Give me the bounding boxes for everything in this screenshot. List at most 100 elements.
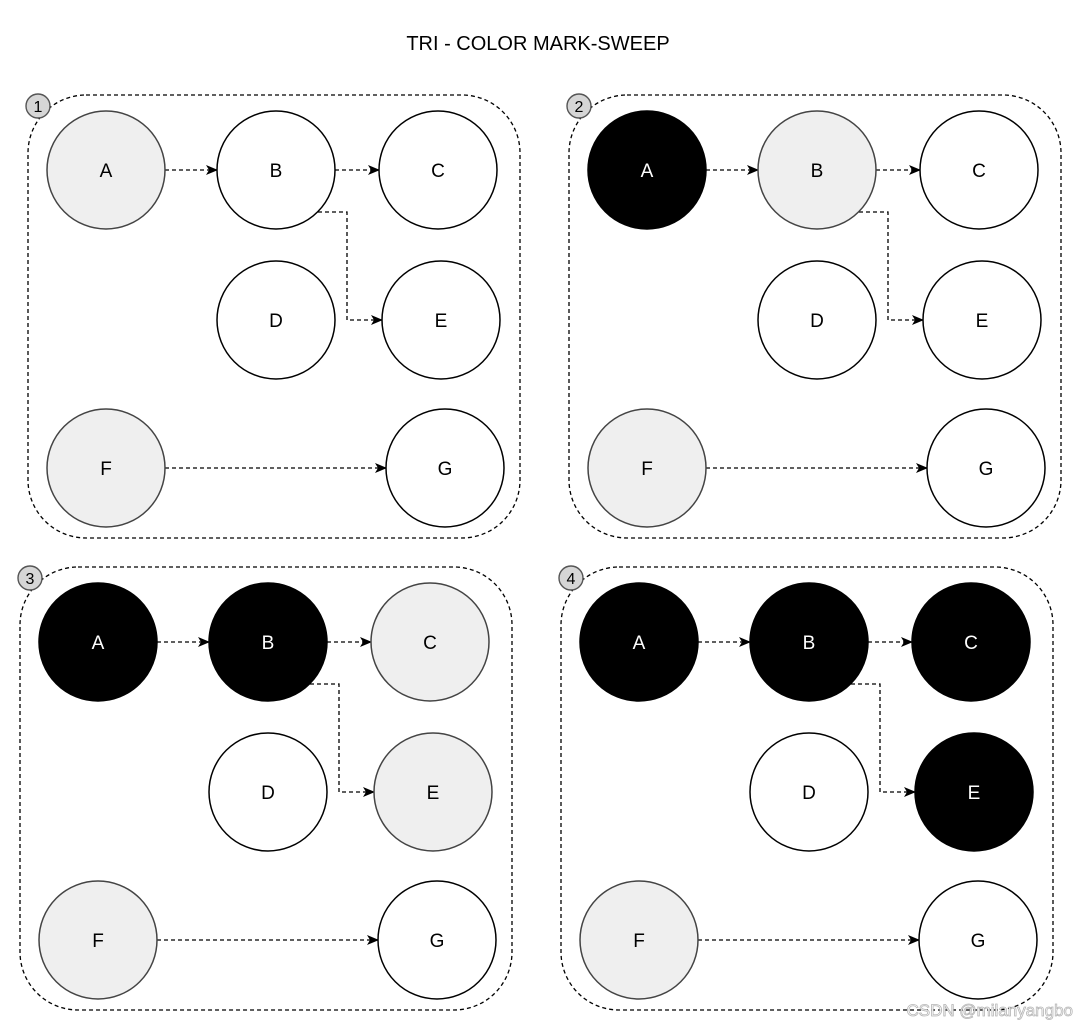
node-e: E (914, 732, 1034, 852)
node-label: C (423, 633, 437, 654)
step-badge: 2 (566, 93, 592, 119)
watermark: CSDN @milanyangbo (906, 1001, 1073, 1020)
node-circle (914, 732, 1034, 852)
node-g: G (918, 880, 1038, 1000)
node-label: F (92, 931, 104, 952)
panel-frame (568, 94, 1062, 539)
node-circle (749, 582, 869, 702)
node-circle (919, 110, 1039, 230)
node-circle (378, 110, 498, 230)
node-f: F (38, 880, 158, 1000)
node-label: G (430, 931, 445, 952)
node-label: A (641, 161, 654, 182)
node-circle (757, 110, 877, 230)
node-a: A (579, 582, 699, 702)
step-badge: 4 (558, 565, 584, 591)
node-label: D (810, 311, 824, 332)
node-c: C (370, 582, 490, 702)
node-label: E (435, 311, 448, 332)
step-badge-circle (17, 565, 43, 591)
node-label: E (427, 783, 440, 804)
node-circle (579, 880, 699, 1000)
step-number: 1 (34, 99, 43, 116)
panel-4: A B C D E F G 4 (558, 565, 1054, 1011)
node-circle (757, 260, 877, 380)
node-g: G (385, 408, 505, 528)
node-label: D (269, 311, 283, 332)
panel-2: A B C D E F G 2 (566, 93, 1062, 539)
node-circle (46, 110, 166, 230)
node-label: C (964, 633, 978, 654)
diagram-title: TRI - COLOR MARK-SWEEP (406, 33, 669, 55)
edge-b-e (318, 211, 383, 325)
node-g: G (377, 880, 497, 1000)
node-label: C (972, 161, 986, 182)
node-a: A (38, 582, 158, 702)
node-f: F (579, 880, 699, 1000)
node-circle (381, 260, 501, 380)
node-d: D (216, 260, 336, 380)
node-label: C (431, 161, 445, 182)
node-label: E (968, 783, 981, 804)
edge-b-e (859, 211, 924, 325)
node-label: G (438, 459, 453, 480)
panel-frame (560, 566, 1054, 1011)
node-label: A (100, 161, 113, 182)
node-b: B (757, 110, 877, 230)
node-d: D (757, 260, 877, 380)
edge-b-e (851, 683, 916, 797)
node-circle (385, 408, 505, 528)
node-circle (216, 260, 336, 380)
node-label: A (92, 633, 105, 654)
node-circle (46, 408, 166, 528)
node-label: F (633, 931, 645, 952)
node-a: A (587, 110, 707, 230)
node-c: C (378, 110, 498, 230)
node-circle (587, 408, 707, 528)
node-circle (579, 582, 699, 702)
node-c: C (919, 110, 1039, 230)
node-d: D (749, 732, 869, 852)
node-label: B (811, 161, 824, 182)
node-circle (918, 880, 1038, 1000)
node-circle (926, 408, 1046, 528)
node-b: B (208, 582, 328, 702)
node-circle (38, 880, 158, 1000)
node-e: E (922, 260, 1042, 380)
node-circle (38, 582, 158, 702)
step-badge: 3 (17, 565, 43, 591)
node-circle (587, 110, 707, 230)
node-circle (911, 582, 1031, 702)
step-number: 2 (575, 99, 584, 116)
step-badge-circle (558, 565, 584, 591)
node-b: B (749, 582, 869, 702)
node-circle (370, 582, 490, 702)
node-circle (208, 582, 328, 702)
node-d: D (208, 732, 328, 852)
node-label: D (261, 783, 275, 804)
node-label: D (802, 783, 816, 804)
node-circle (922, 260, 1042, 380)
node-label: F (100, 459, 112, 480)
node-label: E (976, 311, 989, 332)
node-label: G (979, 459, 994, 480)
node-label: A (633, 633, 646, 654)
step-badge-circle (566, 93, 592, 119)
panel-3: A B C D E F G 3 (17, 565, 513, 1011)
panel-frame (19, 566, 513, 1011)
node-circle (749, 732, 869, 852)
node-label: F (641, 459, 653, 480)
node-f: F (46, 408, 166, 528)
edge-b-e (310, 683, 375, 797)
step-number: 4 (567, 571, 576, 588)
step-number: 3 (26, 571, 35, 588)
panel-frame (27, 94, 521, 539)
node-a: A (46, 110, 166, 230)
node-circle (373, 732, 493, 852)
step-badge-circle (25, 93, 51, 119)
node-label: G (971, 931, 986, 952)
node-e: E (373, 732, 493, 852)
